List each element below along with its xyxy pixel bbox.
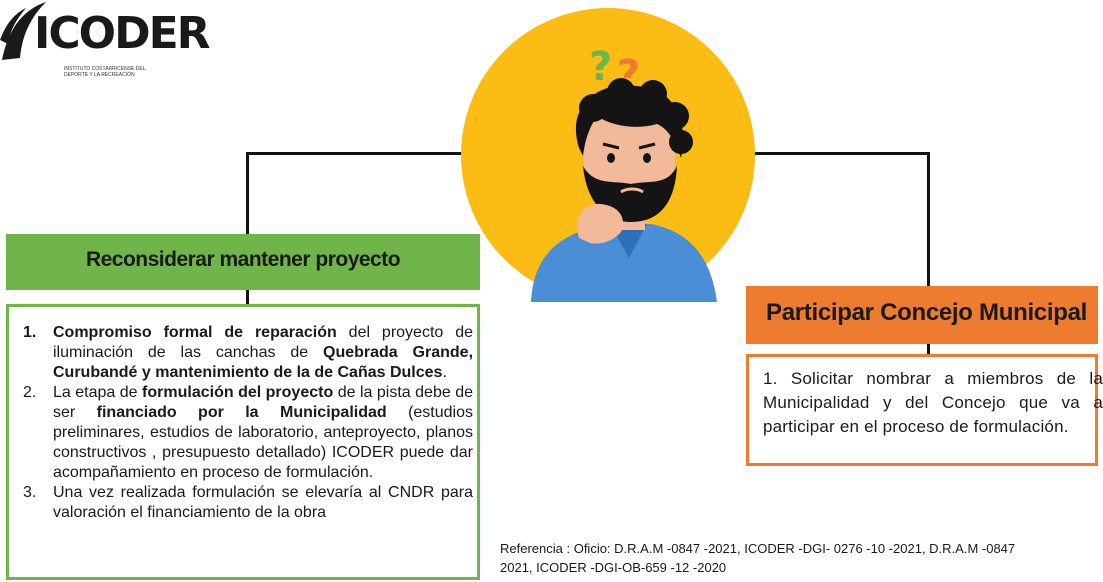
logo-wordmark: ICODER [34, 8, 211, 59]
list-item-number: 3. [23, 484, 37, 501]
list-item-text: de la pista debe de ser [53, 384, 474, 421]
connector-right-inner [927, 344, 930, 356]
connector-right-vertical [927, 152, 930, 288]
thinking-man-illustration: ? ? [461, 8, 755, 302]
list-item-number: 1. [23, 324, 37, 341]
list-item-text: . [442, 364, 447, 381]
list-item-text: financiado por la Municipalidad [96, 404, 387, 421]
list-item-text: Una vez realizada formulación se elevarí… [53, 484, 473, 521]
right-card-text: 1. Solicitar nombrar a miembros de la Mu… [763, 369, 1103, 436]
logo-subtitle: INSTITUTO COSTARRICENSE DEL DEPORTE Y LA… [64, 66, 146, 78]
list-item-text: (estudios preliminares, estudios de labo… [53, 404, 474, 481]
list-item: 2. La etapa de formulación del proyecto d… [23, 383, 473, 483]
list-item-text: Quebrada Grande, Curubandé y mantenimien… [53, 344, 474, 381]
right-card-title: Participar Concejo Municipal [766, 299, 1088, 326]
connector-right-horizontal [753, 152, 930, 155]
list-item-text: Compromiso formal de reparación [53, 324, 337, 341]
reference-line-2: 2021, ICODER -DGI-OB-659 -12 -2020 [500, 560, 727, 575]
right-card-header: Participar Concejo Municipal [746, 286, 1098, 344]
list-item: 3. Una vez realizada formulación se eleva… [23, 483, 473, 523]
question-mark-green: ? [589, 44, 612, 90]
left-card-title: Reconsiderar mantener proyecto [85, 248, 401, 271]
thinking-man-icon: ? ? [531, 44, 717, 302]
left-card-header: Reconsiderar mantener proyecto [6, 234, 480, 290]
reference-line-1: Referencia : Oficio: D.R.A.M -0847 -2021… [500, 541, 1016, 556]
list-item: 1. Compromiso formal de reparación del pr… [23, 323, 473, 383]
left-card-body: 1. Compromiso formal de reparación del pr… [6, 304, 480, 580]
list-item-text: del proyecto de iluminación de las canch… [53, 324, 473, 361]
left-card-list: 1. Compromiso formal de reparación del pr… [23, 323, 473, 523]
reference-note: Referencia : Oficio: D.R.A.M -0847 -2021… [500, 539, 1100, 577]
connector-left-horizontal [246, 152, 464, 155]
right-card-body: 1. Solicitar nombrar a miembros de la Mu… [746, 354, 1103, 466]
icoder-logo: ICODER INSTITUTO COSTARRICENSE DEL DEPOR… [0, 0, 211, 90]
list-item-number: 2. [23, 384, 37, 401]
connector-left-inner [246, 290, 249, 306]
list-item-text: formulación del proyecto [142, 384, 334, 401]
list-item-text: La etapa de [53, 384, 143, 401]
logo-swoosh-icon [0, 2, 46, 60]
connector-left-vertical [246, 152, 249, 236]
